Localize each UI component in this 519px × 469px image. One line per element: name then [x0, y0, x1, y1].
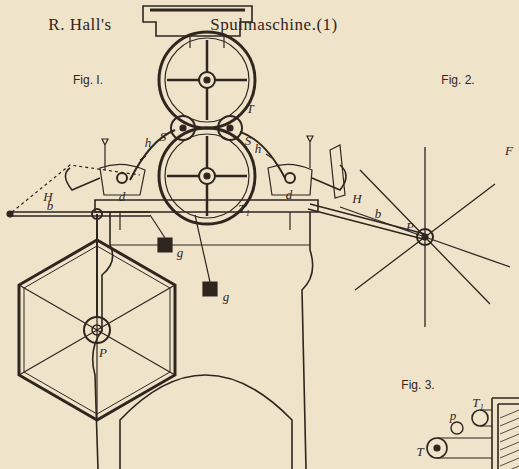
title-text: R. Hall's — [48, 16, 111, 33]
hatch-line — [500, 426, 519, 434]
title-text: Spulmaschine.(1) — [210, 16, 337, 33]
part-letter: p — [450, 409, 457, 422]
part-letter: S — [160, 130, 167, 143]
part-letter: g — [223, 290, 230, 303]
hatch-line — [500, 442, 519, 450]
hatch-line — [500, 434, 519, 442]
hatch-line — [500, 458, 519, 466]
part-letter: g — [177, 246, 184, 259]
part-letter: T — [416, 445, 423, 458]
figure-label: Fig. 2. — [441, 74, 474, 86]
figure-label: Fig. 3. — [401, 379, 434, 391]
hatch-line — [500, 450, 519, 458]
part-letter: T — [246, 102, 253, 115]
part-letter: P — [99, 346, 107, 359]
hatch-line — [500, 410, 519, 418]
part-letter: d — [119, 190, 126, 203]
part-letter: b — [375, 207, 382, 220]
part-letter: F — [505, 144, 513, 157]
part-letter: T₁ — [472, 396, 484, 409]
part-letter: d — [286, 188, 293, 201]
part-letter: h — [145, 136, 152, 149]
hatch-line — [500, 418, 519, 426]
part-letter: S — [245, 134, 252, 147]
part-letter: T₁ — [238, 202, 250, 215]
part-letter: h — [255, 142, 262, 155]
part-letter: H — [352, 192, 361, 205]
part-letter: b — [47, 199, 54, 212]
figure-label: Fig. I. — [73, 74, 103, 86]
part-letter: P — [406, 220, 414, 233]
hatch-line — [500, 466, 519, 469]
